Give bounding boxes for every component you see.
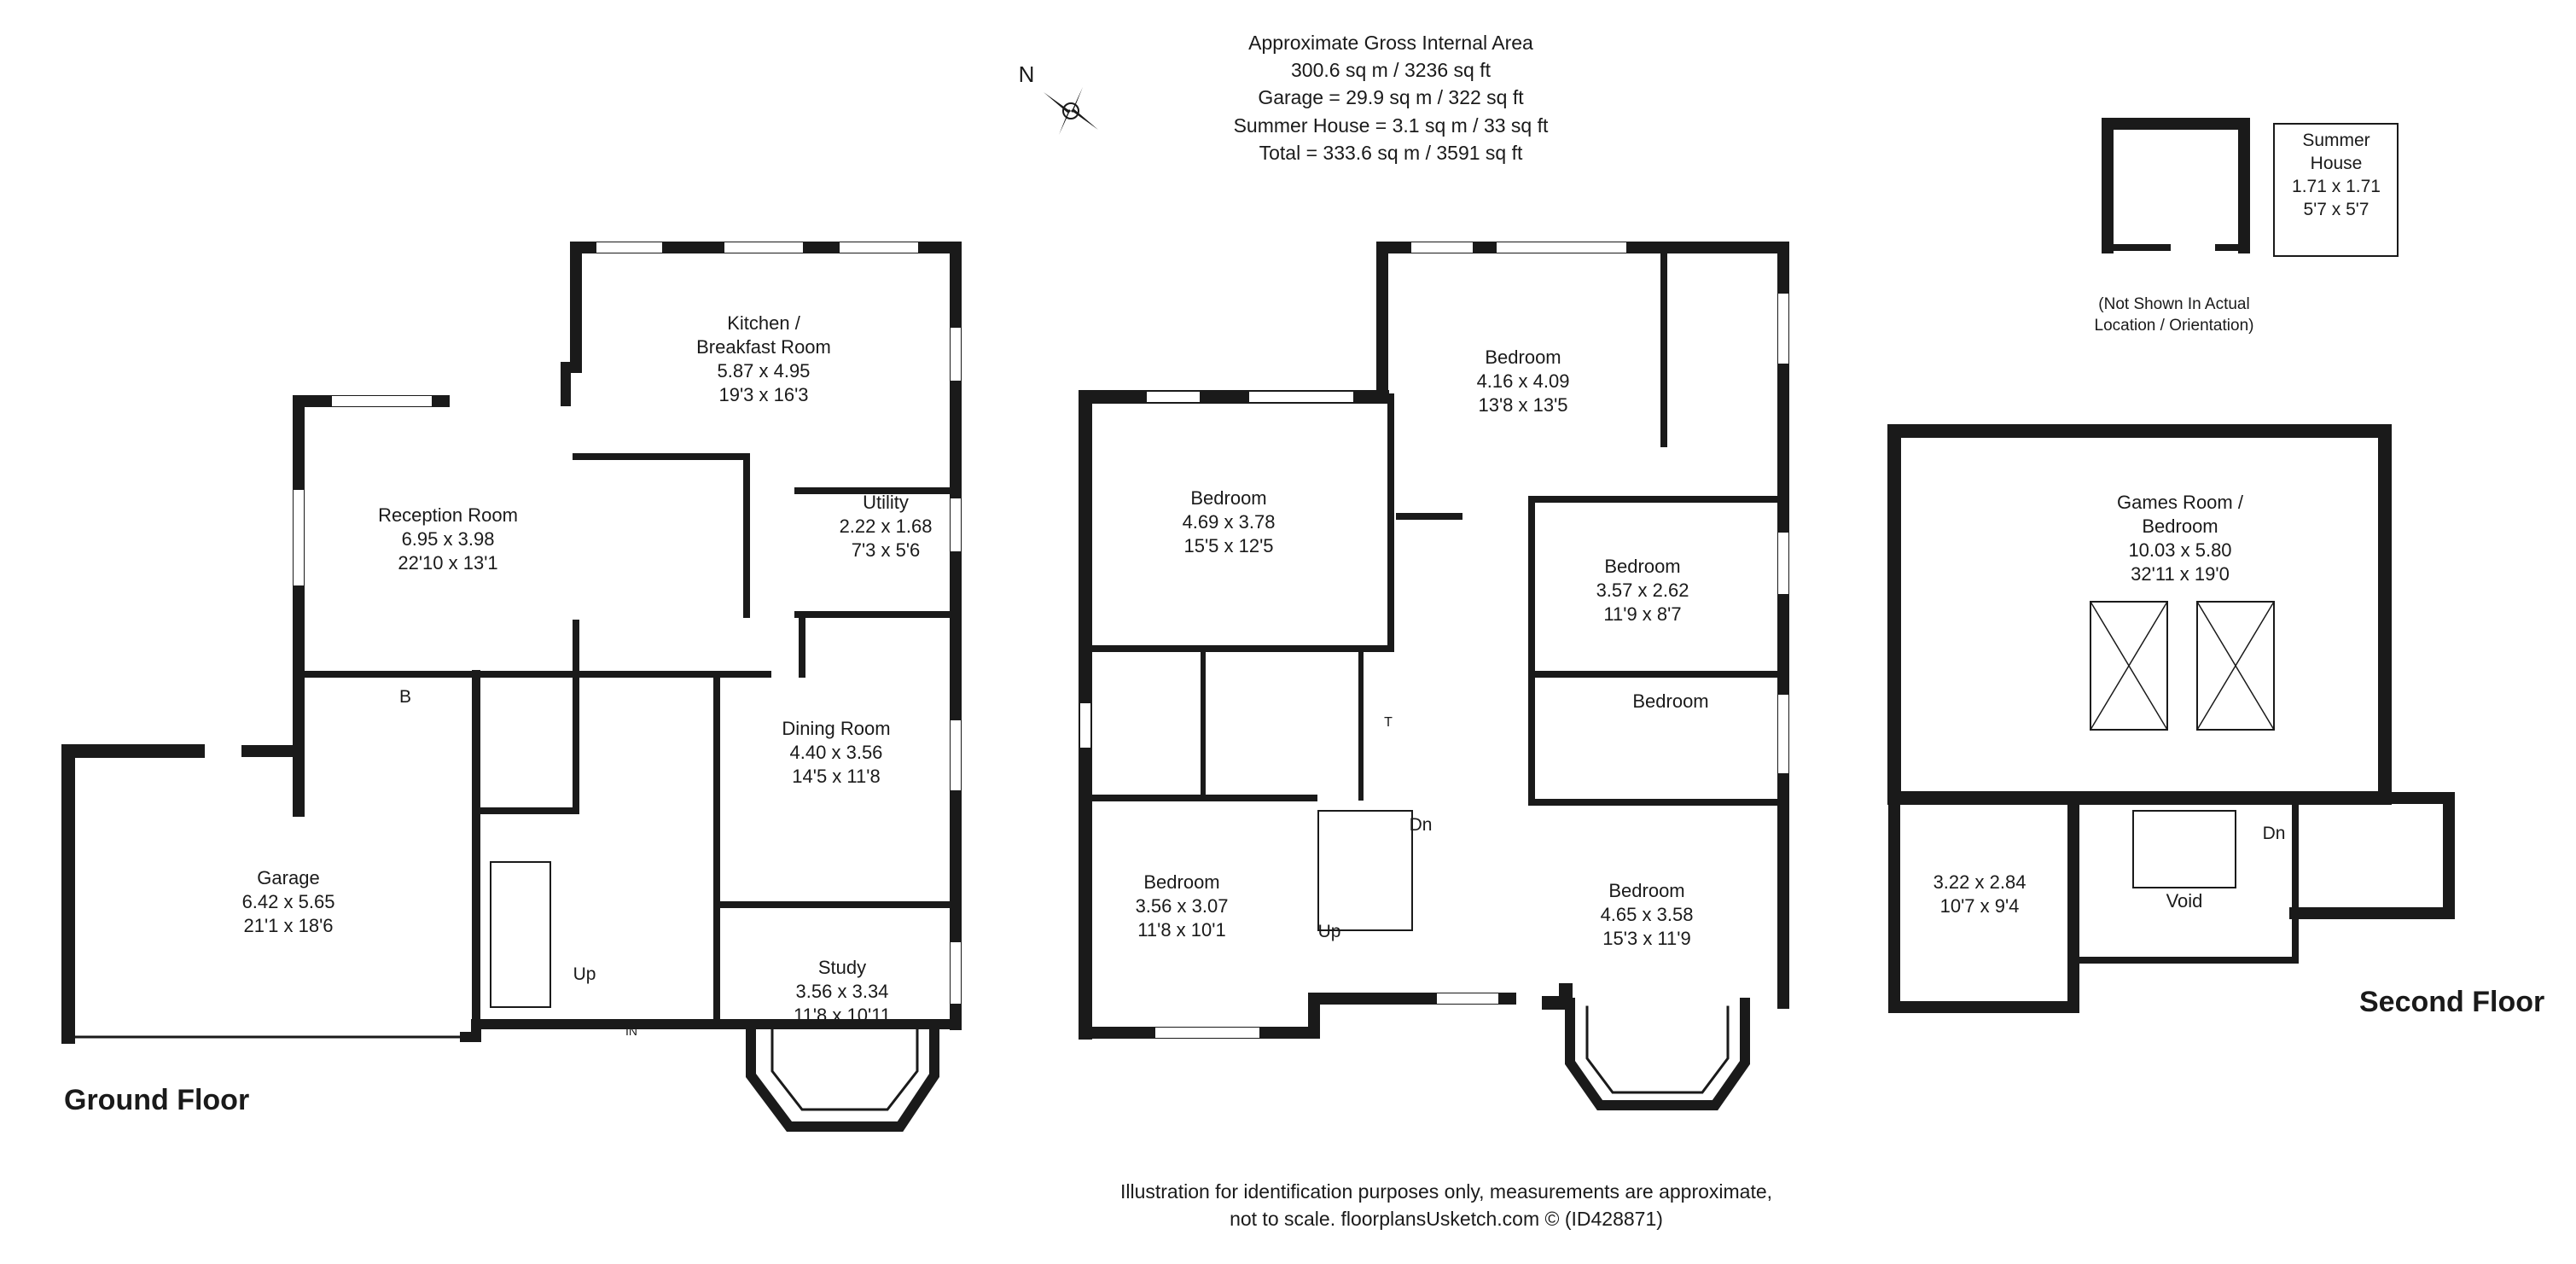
room-name: Bedroom bbox=[1604, 556, 1681, 577]
room-bedroom-6: Bedroom 4.65 x 3.58 15'3 x 11'9 bbox=[1601, 879, 1694, 951]
room-bedroom-2: Bedroom 4.16 x 4.09 13'8 x 13'5 bbox=[1477, 346, 1570, 417]
room-name: Kitchen / bbox=[727, 312, 800, 334]
room-name: Utility bbox=[863, 492, 909, 513]
second-floor-walls bbox=[1887, 424, 2455, 1013]
room-size-imperial: 11'9 x 8'7 bbox=[1603, 603, 1682, 626]
room-bedroom-1: Bedroom 4.69 x 3.78 15'5 x 12'5 bbox=[1183, 486, 1276, 558]
room-size-metric: 3.56 x 3.34 bbox=[795, 981, 889, 1003]
room-size-metric: 3.56 x 3.07 bbox=[1135, 895, 1229, 917]
room-name: Study bbox=[817, 957, 867, 978]
room-size-metric: 4.65 x 3.58 bbox=[1600, 904, 1694, 926]
room-size-metric: 6.95 x 3.98 bbox=[401, 528, 495, 550]
room-name: House bbox=[2310, 153, 2363, 173]
ground-floor-windows bbox=[294, 242, 961, 1004]
stairs-down-label: Dn bbox=[1409, 815, 1433, 835]
boiler-marker: B bbox=[398, 687, 412, 707]
room-dining: Dining Room 4.40 x 3.56 14'5 x 11'8 bbox=[782, 717, 890, 789]
summer-house-walls bbox=[2102, 118, 2399, 257]
room-name: Summer bbox=[2302, 131, 2370, 150]
first-floor-walls bbox=[1079, 242, 1789, 1110]
room-size-metric: 3.22 x 2.84 bbox=[1933, 871, 2026, 893]
room-size-imperial: 19'3 x 16'3 bbox=[718, 384, 809, 406]
area-total: Total = 333.6 sq m / 3591 sq ft bbox=[1259, 141, 1523, 164]
room-size-metric: 5.87 x 4.95 bbox=[717, 360, 811, 382]
entrance-label: IN bbox=[625, 1024, 637, 1038]
room-name: Bedroom bbox=[1190, 487, 1267, 509]
room-size-imperial: 14'5 x 11'8 bbox=[792, 766, 881, 788]
room-name: Bedroom bbox=[1485, 347, 1561, 368]
stairs-up-label: Up bbox=[1317, 922, 1341, 941]
room-size-imperial: 15'5 x 12'5 bbox=[1183, 535, 1274, 557]
area-summary: Approximate Gross Internal Area 300.6 sq… bbox=[1234, 29, 1549, 166]
room-loft: 3.22 x 2.84 10'7 x 9'4 bbox=[1933, 871, 2026, 918]
room-name: Bedroom bbox=[2142, 516, 2218, 538]
room-name: Games Room / bbox=[2117, 492, 2243, 513]
room-size-metric: 1.71 x 1.71 bbox=[2292, 176, 2381, 196]
room-bedroom-3: Bedroom 3.57 x 2.62 11'9 x 8'7 bbox=[1596, 555, 1689, 626]
room-name: Reception Room bbox=[378, 504, 518, 526]
area-summer-house: Summer House = 3.1 sq m / 33 sq ft bbox=[1233, 114, 1549, 137]
room-size-metric: 4.16 x 4.09 bbox=[1476, 370, 1570, 393]
room-name: Garage bbox=[257, 867, 320, 888]
room-name: Bedroom bbox=[1143, 871, 1220, 893]
room-void: Void bbox=[2166, 889, 2203, 913]
room-size-metric: 10.03 x 5.80 bbox=[2128, 539, 2232, 562]
second-floor-title: Second Floor bbox=[2359, 986, 2545, 1018]
first-floor-windows bbox=[1080, 242, 1788, 1038]
area-title: Approximate Gross Internal Area bbox=[1248, 32, 1533, 54]
room-size-imperial: 5'7 x 5'7 bbox=[2303, 199, 2370, 219]
room-size-imperial: 10'7 x 9'4 bbox=[1939, 895, 2020, 917]
room-name: Bedroom bbox=[1632, 690, 1709, 712]
room-size-imperial: 21'1 x 18'6 bbox=[243, 915, 334, 937]
note-line: (Not Shown In Actual bbox=[2098, 295, 2250, 313]
disclaimer: Illustration for identification purposes… bbox=[1120, 1178, 1772, 1232]
room-size-imperial: 22'10 x 13'1 bbox=[398, 552, 498, 574]
disclaimer-line: not to scale. floorplansUsketch.com © (I… bbox=[1230, 1208, 1663, 1231]
summer-house-note: (Not Shown In Actual Location / Orientat… bbox=[2095, 294, 2254, 336]
room-size-metric: 4.40 x 3.56 bbox=[789, 742, 883, 764]
room-reception: Reception Room 6.95 x 3.98 22'10 x 13'1 bbox=[378, 504, 518, 575]
room-size-metric: 3.57 x 2.62 bbox=[1596, 580, 1689, 602]
room-games-room: Games Room / Bedroom 10.03 x 5.80 32'11 … bbox=[2117, 491, 2243, 587]
compass-icon bbox=[1044, 87, 1098, 135]
room-utility: Utility 2.22 x 1.68 7'3 x 5'6 bbox=[840, 491, 933, 562]
room-summer-house: Summer House 1.71 x 1.71 5'7 x 5'7 bbox=[2292, 130, 2381, 222]
room-name: Breakfast Room bbox=[696, 336, 831, 358]
room-study: Study 3.56 x 3.34 11'8 x 10'11 bbox=[794, 956, 891, 1028]
room-bedroom-5: Bedroom 3.56 x 3.07 11'8 x 10'1 bbox=[1136, 871, 1229, 942]
room-size-imperial: 11'8 x 10'1 bbox=[1137, 919, 1226, 941]
compass-north-label: N bbox=[1018, 61, 1035, 87]
room-garage: Garage 6.42 x 5.65 21'1 x 18'6 bbox=[242, 866, 335, 938]
room-size-metric: 2.22 x 1.68 bbox=[839, 516, 933, 538]
room-name: Dining Room bbox=[782, 718, 891, 739]
room-bedroom-4: Bedroom bbox=[1632, 690, 1708, 714]
room-name: Void bbox=[2166, 890, 2203, 912]
stairs-up-label: Up bbox=[573, 964, 596, 984]
room-kitchen: Kitchen / Breakfast Room 5.87 x 4.95 19'… bbox=[696, 312, 831, 408]
room-name: Bedroom bbox=[1608, 880, 1685, 901]
room-size-metric: 4.69 x 3.78 bbox=[1182, 511, 1276, 533]
room-size-metric: 6.42 x 5.65 bbox=[241, 891, 335, 913]
room-size-imperial: 13'8 x 13'5 bbox=[1478, 394, 1568, 416]
stairs-down-label: Dn bbox=[2262, 824, 2286, 843]
room-size-imperial: 15'3 x 11'9 bbox=[1602, 928, 1691, 950]
t-marker: T bbox=[1384, 715, 1393, 730]
ground-floor-title: Ground Floor bbox=[64, 1084, 250, 1116]
room-size-imperial: 7'3 x 5'6 bbox=[851, 539, 921, 562]
area-garage: Garage = 29.9 sq m / 322 sq ft bbox=[1258, 86, 1524, 109]
room-size-imperial: 32'11 x 19'0 bbox=[2131, 563, 2230, 585]
disclaimer-line: Illustration for identification purposes… bbox=[1119, 1180, 1773, 1203]
area-main: 300.6 sq m / 3236 sq ft bbox=[1291, 59, 1491, 82]
ground-floor-walls bbox=[61, 242, 962, 1132]
room-size-imperial: 11'8 x 10'11 bbox=[793, 1005, 892, 1027]
note-line: Location / Orientation) bbox=[2094, 316, 2254, 335]
